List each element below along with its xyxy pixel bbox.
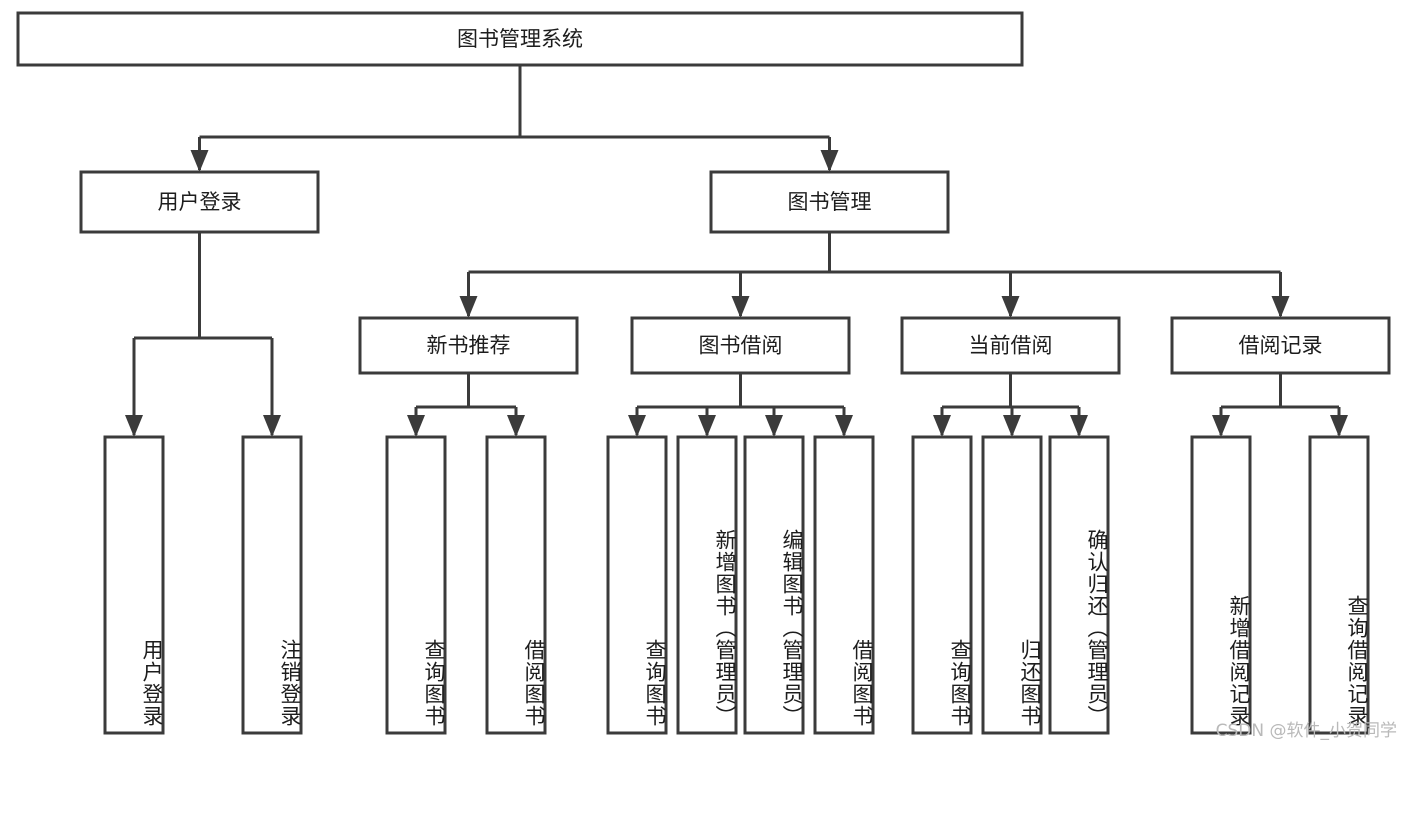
node-box-leaf-borrow-book-2[interactable] [813, 435, 875, 735]
arrow-head-icon-leaf-add-record [1212, 415, 1230, 437]
node-box-current-borrow[interactable] [900, 316, 1121, 375]
watermark-credit: CSDN @软件_小贺同学 [1215, 721, 1397, 741]
node-box-leaf-logout[interactable] [241, 435, 303, 735]
node-box-user-login[interactable] [79, 170, 320, 234]
node-label-new-book-rec: 新书推荐 [427, 334, 511, 358]
arrow-head-icon-leaf-query-book-1 [407, 415, 425, 437]
node-box-leaf-query-book-2[interactable] [606, 435, 668, 735]
arrow-head-icon-leaf-logout [263, 415, 281, 437]
node-box-root[interactable] [16, 11, 1024, 67]
arrow-head-icon-leaf-borrow-book-2 [835, 415, 853, 437]
node-boxes [16, 11, 1391, 735]
arrow-head-icon-leaf-return-book [1003, 415, 1021, 437]
org-chart-diagram: 图书管理系统用户登录图书管理新书推荐图书借阅当前借阅借阅记录 用户登录注销登录查… [16, 11, 1397, 741]
node-label-book-manage: 图书管理 [788, 190, 872, 214]
connector-lines [125, 65, 1348, 437]
arrow-head-icon-leaf-confirm-return [1070, 415, 1088, 437]
node-box-leaf-user-login[interactable] [103, 435, 165, 735]
node-label-current-borrow: 当前借阅 [969, 334, 1053, 358]
node-box-borrow-record[interactable] [1170, 316, 1391, 375]
node-box-leaf-confirm-return[interactable] [1048, 435, 1110, 735]
arrow-head-icon-borrow-record [1271, 296, 1290, 318]
node-box-book-manage[interactable] [709, 170, 950, 234]
node-box-leaf-edit-book[interactable] [743, 435, 805, 735]
node-box-leaf-add-book[interactable] [676, 435, 738, 735]
arrow-head-icon-leaf-add-book [698, 415, 716, 437]
node-label-root: 图书管理系统 [457, 27, 583, 51]
arrow-head-icon-leaf-borrow-book-1 [507, 415, 525, 437]
node-box-leaf-query-record[interactable] [1308, 435, 1370, 735]
node-label-borrow-record: 借阅记录 [1239, 334, 1323, 358]
arrow-head-icon-leaf-query-book-2 [628, 415, 646, 437]
arrow-head-icon-leaf-user-login [125, 415, 143, 437]
arrow-head-icon-current-borrow [1001, 296, 1020, 318]
node-box-new-book-rec[interactable] [358, 316, 579, 375]
node-label-book-borrow: 图书借阅 [699, 334, 783, 358]
node-box-leaf-query-book-3[interactable] [911, 435, 973, 735]
arrow-head-icon-book-manage [820, 150, 839, 172]
arrow-head-icon-leaf-query-record [1330, 415, 1348, 437]
node-label-user-login: 用户登录 [158, 190, 242, 214]
arrow-head-icon-leaf-query-book-3 [933, 415, 951, 437]
arrow-head-icon-leaf-edit-book [765, 415, 783, 437]
node-box-leaf-add-record[interactable] [1190, 435, 1252, 735]
node-box-leaf-query-book-1[interactable] [385, 435, 447, 735]
arrow-head-icon-new-book-rec [459, 296, 478, 318]
arrow-head-icon-user-login [190, 150, 209, 172]
node-box-book-borrow[interactable] [630, 316, 851, 375]
arrow-head-icon-book-borrow [731, 296, 750, 318]
node-box-leaf-return-book[interactable] [981, 435, 1043, 735]
node-box-leaf-borrow-book-1[interactable] [485, 435, 547, 735]
